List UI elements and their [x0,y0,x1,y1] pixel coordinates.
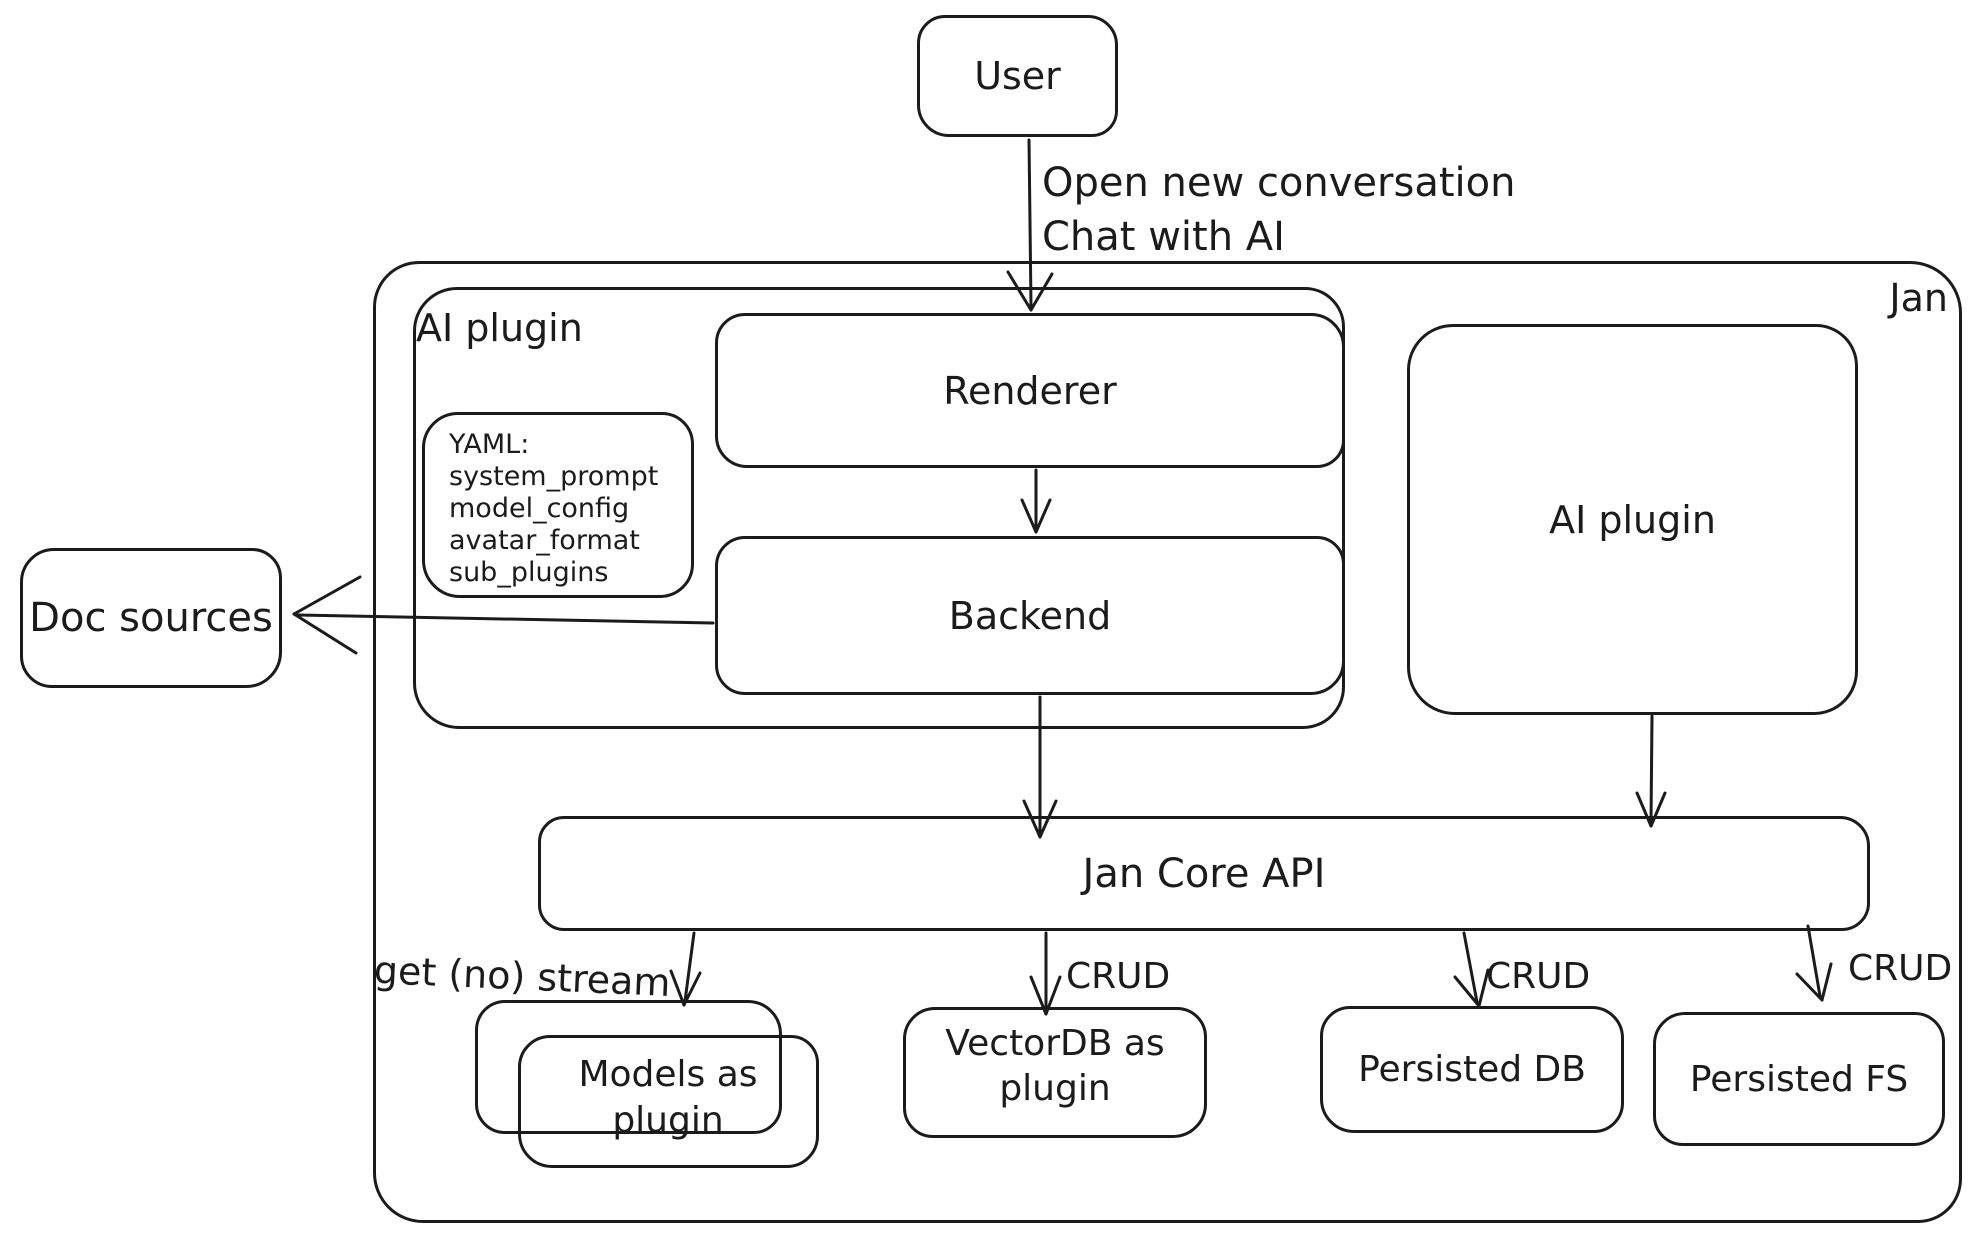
persisted-db-node-box [1320,1006,1624,1133]
doc-sources-node-box [20,548,282,688]
jan-core-api-node-label: Jan Core API [1082,850,1326,897]
renderer-node-label: Renderer [943,368,1117,413]
ai-plugin-left-container-box [413,287,1345,729]
edge-label-open-conversation-line2: Chat with AI [1042,214,1285,260]
doc-sources-node-label: Doc sources [29,595,273,641]
yaml-note-title: YAML: [449,429,530,460]
edge-label-open-conversation-line1: Open new conversation [1042,160,1516,206]
ai-plugin-right-node-box [1407,324,1858,715]
yaml-note-box: YAML: system_prompt model_config avatar_… [422,412,694,598]
yaml-note-line-sub-plugins: sub_plugins [449,557,609,588]
backend-node-box [715,536,1345,695]
jan-container-label: Jan [1889,276,1948,320]
persisted-db-node-label: Persisted DB [1358,1049,1586,1090]
models-plugin-back-box [475,1000,782,1134]
yaml-note-line-avatar-format: avatar_format [449,525,640,556]
user-node-box [917,15,1118,137]
edge-label-crud-vectordb: CRUD [1066,956,1171,997]
vectordb-plugin-node-label: VectorDB as plugin [945,1023,1165,1109]
persisted-fs-node-box [1653,1012,1945,1146]
yaml-note-line-system-prompt: system_prompt [449,461,659,492]
backend-node-label: Backend [948,593,1112,638]
renderer-node-box [715,313,1345,468]
jan-container-box [373,261,1962,1223]
yaml-note-line-model-config: model_config [449,493,630,524]
edge-label-crud-persisted-db: CRUD [1486,956,1591,997]
user-node-label: User [974,54,1061,98]
models-plugin-node-label: Models as plugin [578,1054,758,1141]
ai-plugin-right-node-label: AI plugin [1549,497,1716,542]
jan-core-api-node-box [538,816,1870,931]
ai-plugin-left-container-label: AI plugin [416,306,583,350]
models-plugin-front-box [518,1035,819,1168]
persisted-fs-node-label: Persisted FS [1689,1058,1909,1100]
edge-label-open-conversation: Open new conversation Chat with AI [1042,156,1515,264]
edge-label-crud-persisted-fs: CRUD [1848,948,1953,989]
